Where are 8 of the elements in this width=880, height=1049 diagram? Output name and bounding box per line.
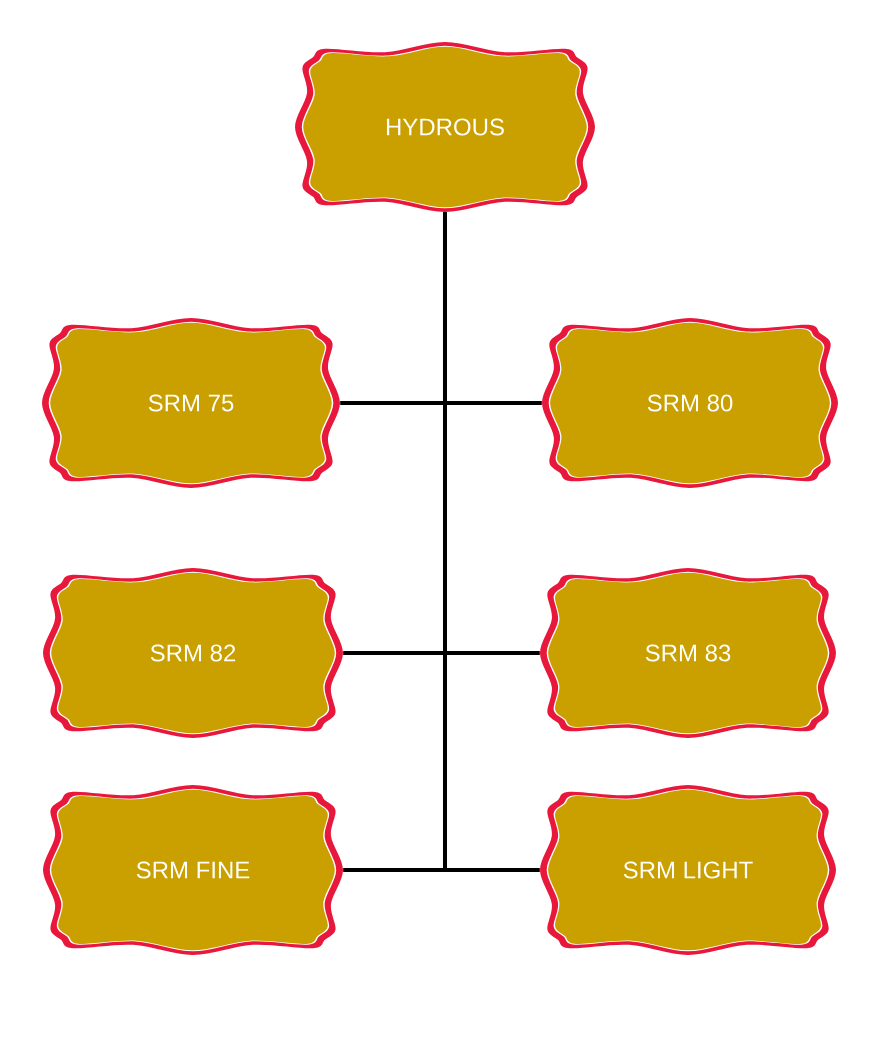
label-frame: SRM 82 <box>43 568 343 738</box>
label-frame: SRM 83 <box>540 568 836 738</box>
connector-line <box>443 212 540 872</box>
label-frame: SRM LIGHT <box>540 785 836 955</box>
label-frame: HYDROUS <box>295 42 595 212</box>
label-frame: SRM FINE <box>43 785 343 955</box>
label-frame: SRM 75 <box>42 318 340 488</box>
label-frame: SRM 80 <box>542 318 838 488</box>
